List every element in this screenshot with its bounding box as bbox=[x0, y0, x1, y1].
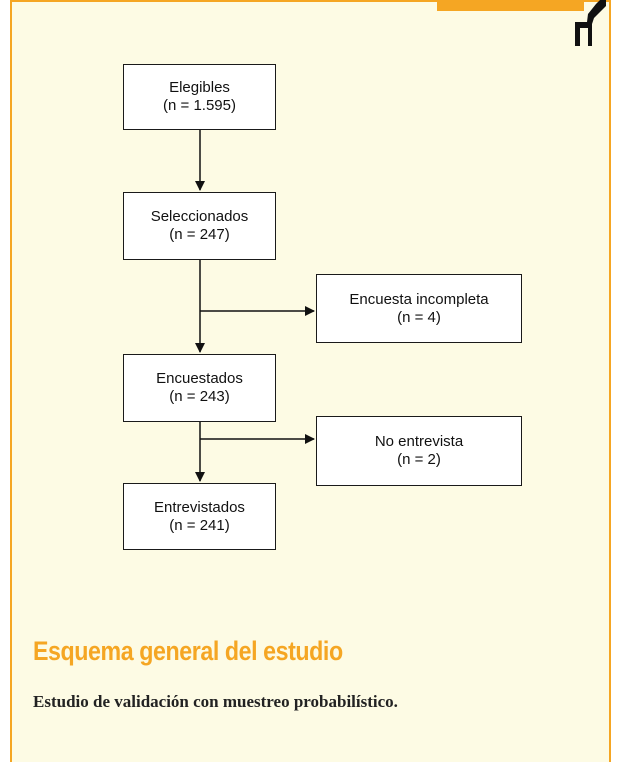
node-seleccionados: Seleccionados (n = 247) bbox=[123, 192, 276, 260]
node-seleccionados-count: (n = 247) bbox=[169, 226, 230, 243]
node-elegibles-label: Elegibles bbox=[169, 79, 230, 96]
node-no-entrevista-label: No entrevista bbox=[374, 433, 464, 450]
node-seleccionados-label: Seleccionados bbox=[150, 208, 249, 225]
person-silhouette-icon bbox=[575, 0, 606, 46]
node-encuestados: Encuestados (n = 243) bbox=[123, 354, 276, 422]
node-entrevistados: Entrevistados (n = 241) bbox=[123, 483, 276, 550]
node-encuestados-count: (n = 243) bbox=[169, 388, 230, 405]
node-encuesta-incompleta-label: Encuesta incompleta bbox=[349, 290, 489, 308]
node-encuesta-incompleta: Encuesta incompleta (n = 4) bbox=[316, 274, 522, 343]
node-encuesta-incompleta-count: (n = 4) bbox=[397, 308, 441, 326]
node-entrevistados-count: (n = 241) bbox=[169, 516, 230, 534]
figure-panel bbox=[10, 0, 611, 762]
figure-title: Esquema general del estudio bbox=[33, 636, 343, 666]
header-tab bbox=[437, 0, 584, 11]
node-elegibles: Elegibles (n = 1.595) bbox=[123, 64, 276, 130]
node-elegibles-count: (n = 1.595) bbox=[163, 97, 236, 114]
node-no-entrevista-count: (n = 2) bbox=[397, 451, 441, 468]
figure-subtitle: Estudio de validación con muestreo proba… bbox=[33, 692, 398, 711]
node-no-entrevista: No entrevista (n = 2) bbox=[316, 416, 522, 486]
node-entrevistados-label: Entrevistados bbox=[154, 498, 245, 516]
node-encuestados-label: Encuestados bbox=[156, 370, 243, 387]
